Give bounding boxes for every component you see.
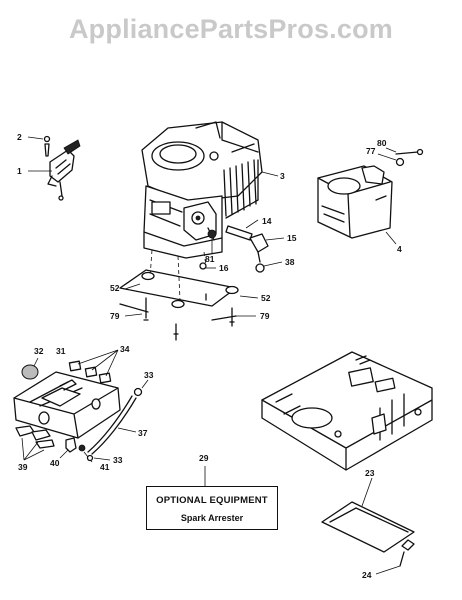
- watermark-text: AppliancePartsPros.com: [68, 14, 393, 44]
- clamp-part-33-lower: [86, 454, 111, 462]
- bracket-assembly-part-31: [13, 371, 121, 439]
- callout-23: 23: [365, 468, 375, 478]
- callout-16: 16: [219, 263, 229, 273]
- frame-plate: [261, 351, 433, 471]
- callout-80: 80: [377, 138, 387, 148]
- callout-79-left: 79: [110, 311, 120, 321]
- fuel-line-part-37: [87, 395, 137, 455]
- callout-40: 40: [50, 458, 60, 468]
- clamp-part-33-upper: [133, 379, 149, 397]
- callout-32: 32: [34, 346, 44, 356]
- callout-52-left: 52: [110, 283, 120, 293]
- throttle-control-part: [47, 139, 81, 201]
- callout-2: 2: [17, 132, 22, 142]
- leader-line-2: [27, 136, 44, 140]
- callout-37: 37: [138, 428, 148, 438]
- screw-part-16: [199, 262, 216, 270]
- callout-41: 41: [100, 462, 110, 472]
- nut-part-38: [255, 261, 283, 273]
- callout-79-right: 79: [260, 311, 270, 321]
- callout-34: 34: [120, 344, 130, 354]
- callout-14: 14: [262, 216, 272, 226]
- muffler-part-4: [317, 165, 397, 245]
- callout-52-right: 52: [261, 293, 271, 303]
- callout-39: 39: [18, 462, 28, 472]
- leader-line-3: [261, 171, 279, 177]
- mounting-washers-and-bolts: [119, 269, 239, 341]
- leader-line-79a: [124, 313, 143, 317]
- callout-3: 3: [280, 171, 285, 181]
- engine-part: [141, 121, 263, 301]
- knob-part-32: [21, 357, 39, 380]
- callout-81: 81: [205, 254, 215, 264]
- callout-29: 29: [199, 453, 209, 463]
- callout-4: 4: [397, 244, 402, 254]
- callout-15: 15: [287, 233, 297, 243]
- screw-part-2: [43, 135, 51, 157]
- callout-33-lower: 33: [113, 455, 123, 465]
- spark-arrester-label: Spark Arrester: [180, 513, 244, 523]
- optional-equipment-title: OPTIONAL EQUIPMENT: [156, 495, 268, 506]
- callout-24: 24: [362, 570, 372, 580]
- fuel-line-part-14: [225, 219, 259, 241]
- nut-part-77: [377, 153, 405, 167]
- clips-part-34: [68, 349, 119, 384]
- nut-part-81: [207, 229, 217, 254]
- fitting-part-40: [59, 437, 77, 459]
- optional-equipment-box: OPTIONAL EQUIPMENT Spark Arrester: [146, 486, 278, 530]
- elbow-fitting-part-15: [249, 233, 285, 263]
- pads-part-39: [15, 425, 55, 461]
- callout-31: 31: [56, 346, 66, 356]
- callout-77: 77: [366, 146, 376, 156]
- screw-part-24: [375, 539, 415, 575]
- shield-plate-part-23: [321, 477, 415, 553]
- leader-line-52b: [239, 295, 259, 299]
- leader-line-52a: [124, 283, 141, 290]
- callout-33-upper: 33: [144, 370, 154, 380]
- callout-1: 1: [17, 166, 22, 176]
- bolt-part-80: [385, 147, 424, 156]
- callout-38: 38: [285, 257, 295, 267]
